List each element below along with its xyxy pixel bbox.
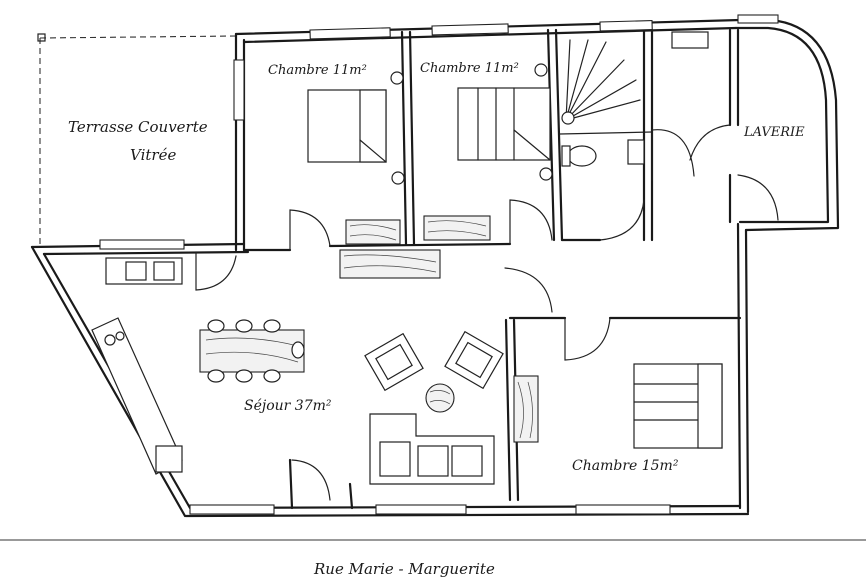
hall-wardrobe	[339, 249, 441, 279]
kitchen-fixtures	[91, 257, 183, 475]
window-bottom-2	[375, 504, 467, 515]
window-bottom-1	[189, 504, 275, 515]
label-chambre-mid: Chambre 11m²	[420, 61, 519, 76]
living-seating	[364, 330, 504, 485]
coffee-table	[425, 383, 455, 413]
window-side	[233, 59, 245, 121]
terrace-outline	[37, 33, 237, 245]
window-bedroom2	[431, 23, 509, 36]
dining-table	[199, 319, 305, 383]
toilet	[567, 145, 597, 167]
label-terrasse-vitree: Vitrée	[130, 146, 176, 164]
interior-walls	[242, 28, 742, 510]
window-bedroom1	[309, 27, 391, 40]
label-street: Rue Marie - Marguerite	[313, 560, 495, 578]
bedroom2-furniture	[423, 63, 553, 241]
bedroom1-furniture	[307, 71, 405, 245]
window-bath	[599, 19, 653, 32]
label-chambre-left: Chambre 11m²	[268, 63, 367, 78]
bedroom3-furniture	[513, 363, 723, 449]
label-laverie: LAVERIE	[743, 125, 805, 140]
hall-wardrobe-grain	[343, 254, 437, 273]
label-chambre-big: Chambre 15m²	[572, 458, 679, 474]
hob	[104, 334, 116, 346]
wardrobe-bedroom3	[513, 375, 539, 443]
windows	[99, 14, 779, 515]
label-sejour: Séjour 37m²	[244, 398, 332, 414]
bed-bedroom2	[457, 87, 551, 161]
window-bottom-3	[575, 504, 671, 515]
wc-basin	[627, 139, 645, 165]
wardrobe-bedroom1	[345, 219, 401, 245]
shower-rays	[565, 39, 641, 121]
doors	[195, 124, 779, 501]
bathroom-fixtures	[561, 31, 709, 167]
window-living-top	[99, 239, 185, 250]
label-terrasse: Terrasse Couverte	[68, 118, 208, 136]
washbasin	[671, 31, 709, 49]
window-laverie	[737, 14, 779, 24]
wardrobe-bedroom2	[423, 215, 491, 241]
fridge	[155, 445, 183, 473]
